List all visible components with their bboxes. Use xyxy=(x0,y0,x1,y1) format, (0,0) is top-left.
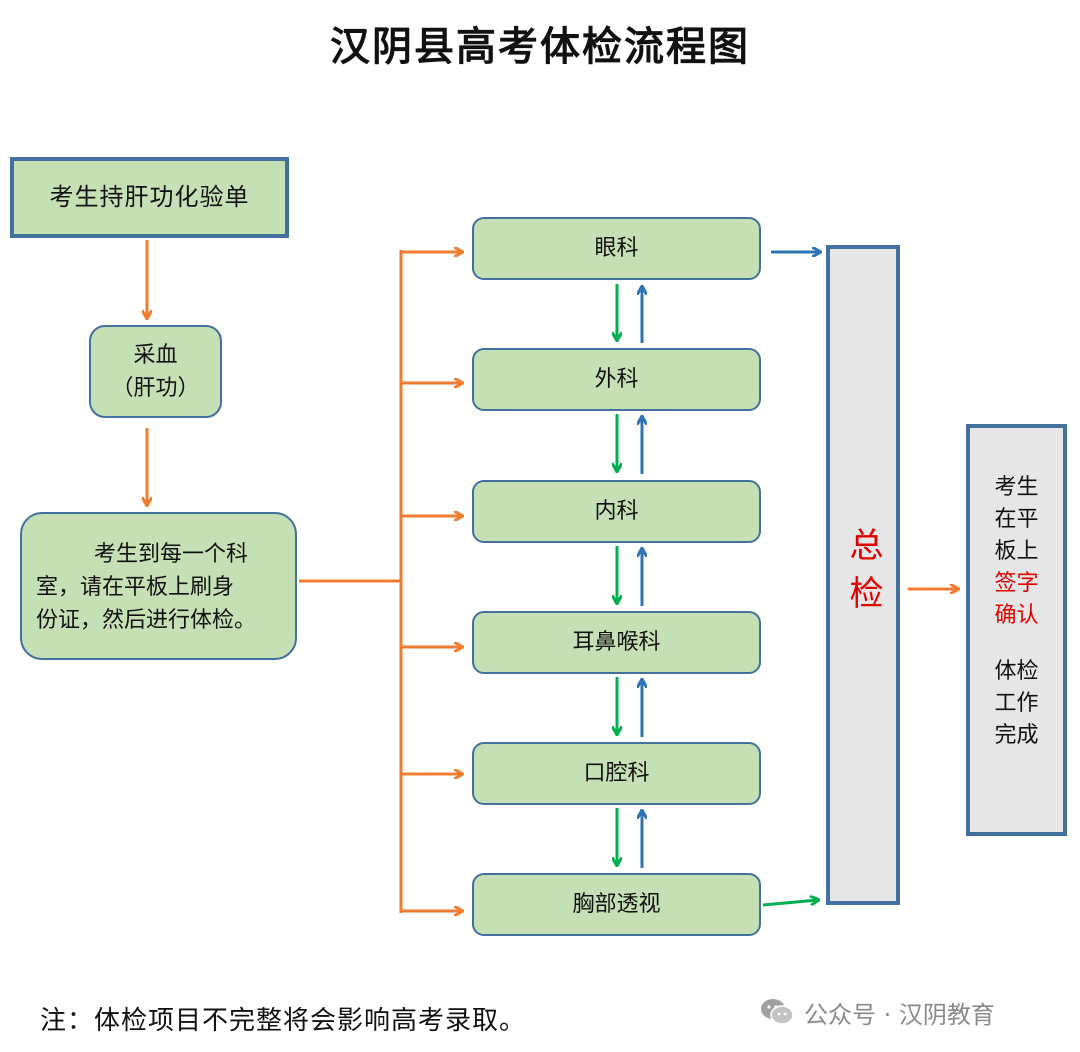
dept-ent: 耳鼻喉科 xyxy=(472,611,761,674)
wechat-icon xyxy=(761,999,794,1025)
arrow-chest-to-final xyxy=(762,900,818,907)
footnote: 注：体检项目不完整将会影响高考录取。 xyxy=(40,1006,527,1036)
completion-end-line-2: 工作 xyxy=(994,691,1039,716)
blood-test-box: 采血 （肝功） xyxy=(89,325,222,418)
instructions-line-1: 考生到每一个科 xyxy=(94,542,249,567)
completion-line-3: 板上 xyxy=(994,539,1039,564)
watermark-text: 公众号 · 汉阴教育 xyxy=(804,1000,995,1029)
instructions-line-2: 室，请在平板上刷身 xyxy=(36,575,235,600)
instructions-line-3: 份证，然后进行体检。 xyxy=(36,608,257,633)
blood-test-sublabel: （肝功） xyxy=(111,375,200,401)
completion-box: 考生 在平 板上 签字 确认 体检 工作 完成 xyxy=(966,424,1067,836)
dept-internal: 内科 xyxy=(472,480,761,543)
final-check-label: 总检 xyxy=(843,527,883,623)
dept-surgery: 外科 xyxy=(472,348,761,411)
start-box: 考生持肝功化验单 xyxy=(10,157,289,238)
branch-arrows xyxy=(401,252,462,911)
completion-line-1: 考生 xyxy=(994,475,1039,500)
completion-sign-line-2: 确认 xyxy=(994,603,1039,628)
dept-eye: 眼科 xyxy=(472,217,761,280)
completion-end-line-3: 完成 xyxy=(994,723,1039,748)
final-check-box: 总检 xyxy=(826,245,900,905)
dept-dental: 口腔科 xyxy=(472,742,761,805)
instructions-box: 考生到每一个科 室，请在平板上刷身 份证，然后进行体检。 xyxy=(20,512,297,660)
blood-test-label: 采血 xyxy=(133,342,178,368)
dept-chest-xray: 胸部透视 xyxy=(472,873,761,936)
dept-link-arrows xyxy=(617,284,642,868)
completion-line-2: 在平 xyxy=(994,507,1039,532)
completion-sign-line-1: 签字 xyxy=(994,571,1039,596)
completion-end-line-1: 体检 xyxy=(994,659,1039,684)
page-title: 汉阴县高考体检流程图 xyxy=(330,24,750,70)
watermark: 公众号 · 汉阴教育 xyxy=(760,992,995,1032)
